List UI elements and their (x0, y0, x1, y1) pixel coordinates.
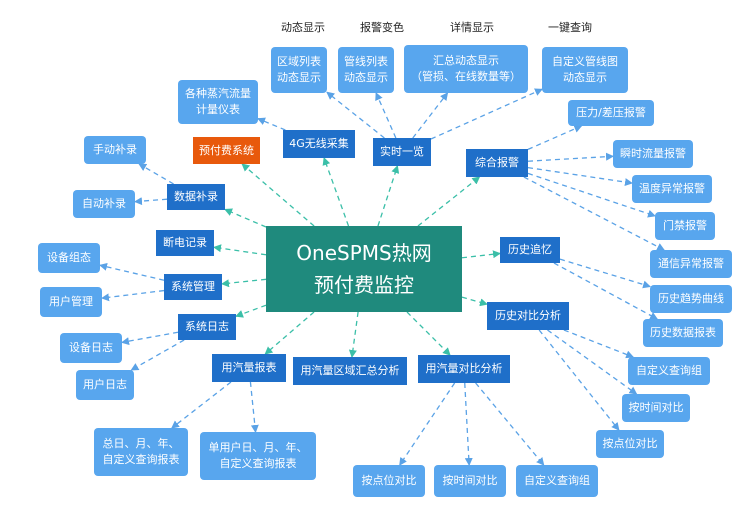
connector-leaf-steam-meters (257, 117, 286, 131)
connector-node-comprehensive-alarm (417, 176, 481, 227)
node-4g-wireless: 4G无线采集 (283, 130, 355, 158)
connector-node-power-off-record (213, 244, 267, 256)
connector-node-realtime-overview (377, 165, 400, 227)
caption-alarm-color: 报警变色 (360, 21, 404, 34)
connector-leaf-access-alarm (527, 172, 656, 218)
leaf-custom-pipeline-map: 自定义管线图 动态显示 (542, 47, 628, 93)
connector-leaf-summary-dynamic (412, 92, 449, 139)
leaf-auto-supplement: 自动补录 (73, 190, 135, 218)
leaf-history-trend: 历史趋势曲线 (650, 285, 732, 313)
connector-leaf-instant-flow-alarm (527, 152, 614, 162)
connector-node-system-management (221, 278, 267, 288)
connector-leaf-pressure-alarm (527, 125, 583, 150)
connector-leaf-device-config (99, 262, 165, 281)
node-comprehensive-alarm: 综合报警 (466, 149, 528, 177)
connector-leaf-temperature-alarm (527, 166, 633, 186)
leaf-access-alarm: 门禁报警 (655, 212, 715, 240)
leaf-device-log: 设备日志 (60, 333, 122, 363)
connector-leaf-custom-query-group-b (563, 329, 635, 359)
leaf-communication-alarm: 通信异常报警 (650, 250, 732, 278)
leaf-temperature-alarm: 温度异常报警 (632, 175, 712, 203)
connector-leaf-region-list (326, 91, 385, 139)
connector-leaf-custom-pipeline-map (430, 88, 543, 140)
leaf-total-report: 总日、月、年、 自定义查询报表 (94, 428, 188, 476)
node-steam-report: 用汽量报表 (212, 354, 286, 382)
connector-node-comparison-analysis (406, 311, 451, 356)
node-prepaid-system: 预付费系统 (193, 137, 260, 164)
connector-leaf-manual-supplement (138, 163, 174, 185)
caption-one-click-query: 一键查询 (548, 21, 592, 34)
center-title: OneSPMS热网 (296, 241, 432, 265)
node-comparison-analysis: 用汽量对比分析 (418, 355, 510, 383)
node-history-comparison: 历史对比分析 (487, 302, 569, 330)
connector-node-steam-report (264, 311, 315, 355)
connector-node-system-log (235, 304, 267, 318)
leaf-manual-supplement: 手动补录 (84, 136, 146, 164)
connector-leaf-single-user-report (249, 381, 259, 433)
connector-leaf-user-log (130, 339, 185, 371)
leaf-compare-by-point-b: 按点位对比 (596, 430, 664, 458)
leaf-summary-dynamic: 汇总动态显示 （管损、在线数量等） (404, 45, 528, 93)
node-history-recall: 历史追忆 (500, 237, 560, 263)
connector-leaf-custom-query-group-a (475, 382, 545, 466)
leaf-single-user-report: 单用户日、月、年、 自定义查询报表 (200, 432, 316, 480)
connector-leaf-auto-supplement (134, 197, 168, 206)
caption-dynamic-display: 动态显示 (281, 21, 325, 34)
node-regional-analysis: 用汽量区域汇总分析 (293, 357, 407, 385)
connector-node-regional-analysis (348, 311, 359, 358)
node-realtime-overview: 实时一览 (373, 138, 431, 166)
leaf-compare-by-time-b: 按时间对比 (622, 394, 690, 422)
leaf-history-data-report: 历史数据报表 (643, 319, 723, 347)
connector-node-data-supplement (224, 208, 267, 228)
caption-detail-display: 详情显示 (450, 21, 494, 34)
leaf-custom-query-group-a: 自定义查询组 (516, 465, 598, 497)
node-system-log: 系统日志 (178, 314, 236, 340)
connector-node-history-comparison (461, 296, 488, 307)
connector-leaf-compare-by-point-a (399, 382, 456, 466)
connector-leaf-total-report (171, 381, 232, 429)
leaf-instant-flow-alarm: 瞬时流量报警 (613, 140, 693, 168)
node-system-management: 系统管理 (164, 274, 222, 300)
connector-leaf-user-management (101, 289, 165, 302)
leaf-compare-by-point-a: 按点位对比 (353, 465, 425, 497)
leaf-steam-meters: 各种蒸汽流量 计量仪表 (178, 80, 258, 124)
connector-node-4g-wireless (322, 157, 350, 227)
leaf-pressure-alarm: 压力/差压报警 (568, 100, 654, 126)
leaf-compare-by-time-a: 按时间对比 (434, 465, 506, 497)
leaf-custom-query-group-b: 自定义查询组 (628, 357, 710, 385)
leaf-user-log: 用户日志 (76, 370, 134, 400)
connector-leaf-history-data-report (553, 262, 659, 320)
center-node: OneSPMS热网 预付费监控 (266, 226, 462, 312)
connector-leaf-compare-by-point-b (538, 329, 620, 431)
connector-node-history-recall (461, 250, 501, 259)
connector-leaf-compare-by-time-a (464, 382, 473, 466)
leaf-user-management: 用户管理 (40, 287, 102, 317)
leaf-pipeline-list: 管线列表 动态显示 (338, 47, 394, 93)
connector-leaf-history-trend (559, 258, 651, 289)
node-power-off-record: 断电记录 (156, 230, 214, 256)
connector-leaf-device-log (121, 331, 179, 346)
node-data-supplement: 数据补录 (167, 184, 225, 210)
connector-leaf-pipeline-list (375, 92, 397, 139)
center-subtitle: 预付费监控 (314, 273, 414, 297)
leaf-region-list: 区域列表 动态显示 (271, 47, 327, 93)
connector-node-prepaid-system (241, 163, 315, 227)
connector-leaf-compare-by-time-b (547, 329, 638, 395)
leaf-device-config: 设备组态 (38, 243, 100, 273)
